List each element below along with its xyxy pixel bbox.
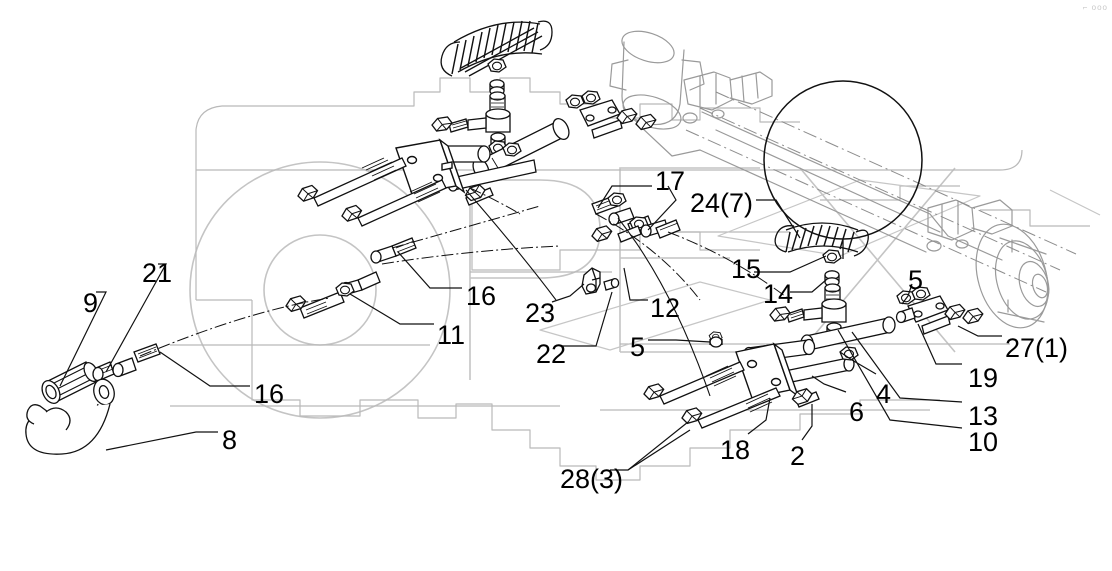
nut-cluster-upper bbox=[502, 90, 659, 157]
callout-2: 2 bbox=[790, 441, 806, 471]
bolt-lower-b bbox=[679, 387, 781, 429]
bolt-upper-c bbox=[462, 182, 494, 206]
bolt-lower-c bbox=[789, 385, 820, 408]
fitting-stack-upper bbox=[467, 58, 511, 155]
callout-6: 6 bbox=[849, 397, 865, 427]
nut-5-mid bbox=[708, 331, 723, 348]
callout-4: 4 bbox=[876, 379, 892, 409]
callout-28-3: 28(3) bbox=[560, 464, 624, 494]
lever-23 bbox=[581, 267, 601, 295]
callout-24-7: 24(7) bbox=[690, 188, 754, 218]
fittings-left-16 bbox=[283, 237, 417, 319]
bolt-tee-left bbox=[430, 114, 469, 134]
callout-21: 21 bbox=[142, 258, 173, 288]
bolt-upper-b bbox=[339, 179, 447, 227]
bolt-upper-a bbox=[295, 157, 407, 207]
callout-19: 19 bbox=[968, 363, 999, 393]
callout-11: 11 bbox=[437, 320, 466, 350]
callout-13: 13 bbox=[968, 401, 999, 431]
callout-8: 8 bbox=[222, 425, 238, 455]
spring-lower bbox=[774, 222, 869, 257]
fitting-stack-lower bbox=[803, 249, 847, 345]
callout-23: 23 bbox=[525, 298, 556, 328]
callout-17: 17 bbox=[655, 166, 686, 196]
callout-15: 15 bbox=[731, 254, 762, 284]
bracket-plate-lower bbox=[735, 342, 800, 399]
callout-16: 16 bbox=[254, 379, 285, 409]
callout-18: 18 bbox=[720, 435, 751, 465]
callout-27-1: 27(1) bbox=[1005, 333, 1069, 363]
callout-5: 5 bbox=[630, 332, 646, 362]
spring-upper bbox=[440, 20, 553, 77]
corner-mark: ⌐ ooo bbox=[1082, 3, 1108, 12]
bolt-lower-tee-left bbox=[768, 304, 805, 324]
nut-cluster-lower bbox=[895, 286, 986, 335]
callout-9: 9 bbox=[83, 288, 99, 318]
callout-14: 14 bbox=[763, 279, 794, 309]
callout-16: 16 bbox=[466, 281, 497, 311]
callout-5: 5 bbox=[908, 265, 924, 295]
callout-10: 10 bbox=[968, 427, 999, 457]
callout-12: 12 bbox=[650, 293, 681, 323]
callout-22: 22 bbox=[536, 339, 567, 369]
bolt-lower-a bbox=[641, 361, 745, 405]
bolt-22 bbox=[603, 277, 620, 291]
hose-8 bbox=[25, 378, 115, 455]
